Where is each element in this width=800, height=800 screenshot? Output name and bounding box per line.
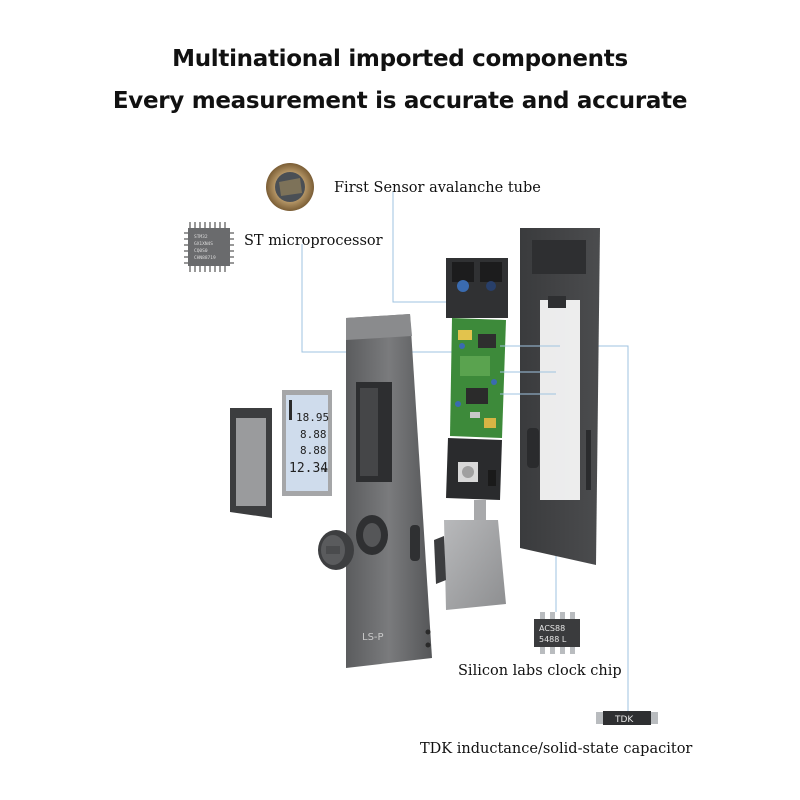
micro-chip-line-1: STM32 xyxy=(194,234,208,240)
headline-line-2: Every measurement is accurate and accura… xyxy=(112,88,688,114)
micro-chip-line-3: CQ0S0 xyxy=(194,248,208,254)
clock-chip-line-2: 5488 L xyxy=(539,635,567,644)
tdk-component: TDK xyxy=(596,711,658,725)
side-button xyxy=(318,530,354,570)
clock-chip: ACS88 5488 L xyxy=(534,612,580,654)
callout-avalanche-tube: First Sensor avalanche tube xyxy=(334,180,541,196)
micro-chip-line-4: CHN88719 xyxy=(194,255,216,261)
pcb-board xyxy=(450,318,560,438)
lcd-backing-panel xyxy=(230,408,272,518)
avalanche-tube-icon xyxy=(266,163,314,211)
callout-st-microprocessor: ST microprocessor xyxy=(244,233,383,249)
tdk-chip-label: TDK xyxy=(614,715,634,725)
callout-tdk: TDK inductance/solid-state capacitor xyxy=(420,741,693,757)
lcd-unit: m xyxy=(321,466,328,474)
lcd-display: 18.95 8.88 8.88 12.34 m xyxy=(282,390,332,496)
laser-module xyxy=(446,258,508,318)
headline-line-1: Multinational imported components xyxy=(172,46,628,72)
back-housing-frame xyxy=(520,228,600,565)
lcd-row-4: 12.34 xyxy=(289,461,328,476)
clock-chip-line-1: ACS88 xyxy=(539,624,565,633)
leader-micro xyxy=(301,244,500,353)
sub-board xyxy=(446,438,502,500)
st-microprocessor-chip: STM32 GX1XN4S CQ0S0 CHN88719 xyxy=(184,222,234,272)
lcd-row-2: 8.88 xyxy=(300,428,327,441)
callout-clock-chip: Silicon labs clock chip xyxy=(458,663,622,679)
lcd-row-3: 8.88 xyxy=(300,444,327,457)
lcd-row-1: 18.95 xyxy=(296,411,329,424)
main-housing: LS-P xyxy=(346,314,432,668)
micro-chip-line-2: GX1XN4S xyxy=(194,241,213,247)
side-strip xyxy=(434,536,446,584)
battery-pack xyxy=(444,500,506,610)
device-brand-label: LS-P xyxy=(362,632,384,643)
